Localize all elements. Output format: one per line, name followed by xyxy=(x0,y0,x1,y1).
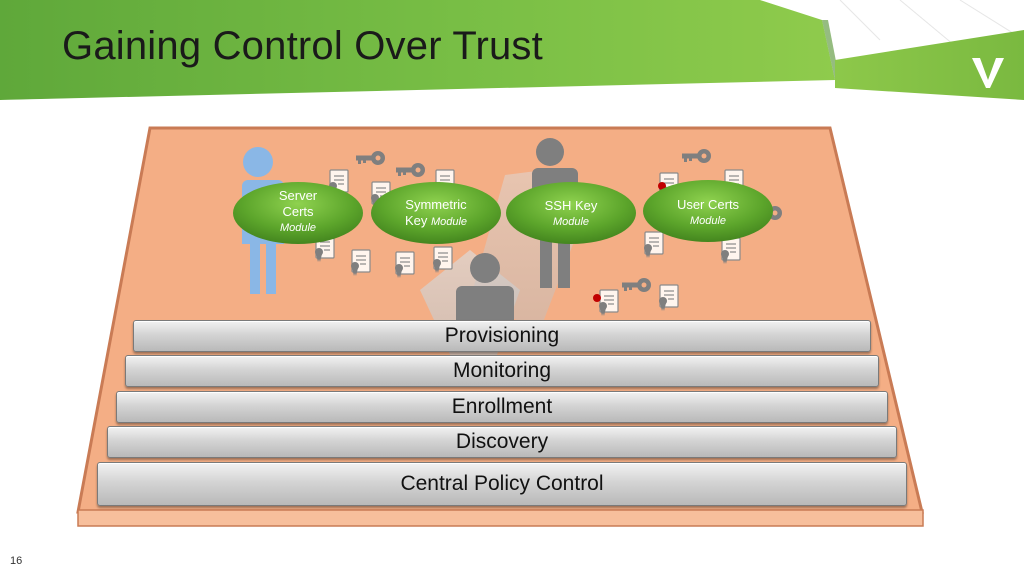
module-ssh-key xyxy=(506,182,636,244)
module-subtitle: Module xyxy=(430,216,468,228)
module-label: User Certs Module xyxy=(658,197,758,229)
certificate-icon xyxy=(432,246,453,274)
module-subtitle: Module xyxy=(279,222,317,234)
person-icon xyxy=(456,253,514,322)
module-label: Server Certs Module xyxy=(248,188,348,236)
module-label: SSH Key Module xyxy=(521,198,621,230)
page-number: 16 xyxy=(10,555,23,567)
logo-v-icon xyxy=(972,58,1004,88)
module-server-certs xyxy=(233,182,363,244)
module-title: SSH Key xyxy=(544,198,598,213)
module-label: Symmetric Key Module xyxy=(386,197,486,230)
module-title: User Certs xyxy=(676,197,740,212)
certificate-icon xyxy=(720,237,741,265)
layer-central-policy-control: Central Policy Control xyxy=(97,462,907,506)
layer-enrollment: Enrollment xyxy=(116,391,888,423)
certificate-icon xyxy=(598,289,619,317)
module-user-certs xyxy=(643,180,773,242)
module-title: Key xyxy=(404,213,428,228)
module-symmetric-key xyxy=(371,182,501,244)
certificate-icon xyxy=(350,249,371,277)
layer-provisioning: Provisioning xyxy=(133,320,871,352)
layer-discovery: Discovery xyxy=(107,426,897,458)
module-title: Symmetric xyxy=(405,197,467,212)
certificate-icon xyxy=(394,251,415,279)
slide-title: Gaining Control Over Trust xyxy=(62,24,543,68)
certificate-icon xyxy=(643,231,664,259)
certificate-icon xyxy=(658,284,679,312)
module-subtitle: Module xyxy=(689,215,727,227)
module-title: Certs xyxy=(282,204,314,219)
module-title: Server xyxy=(278,188,318,203)
layer-monitoring: Monitoring xyxy=(125,355,879,387)
module-subtitle: Module xyxy=(552,216,590,228)
header-banner xyxy=(0,0,1024,104)
